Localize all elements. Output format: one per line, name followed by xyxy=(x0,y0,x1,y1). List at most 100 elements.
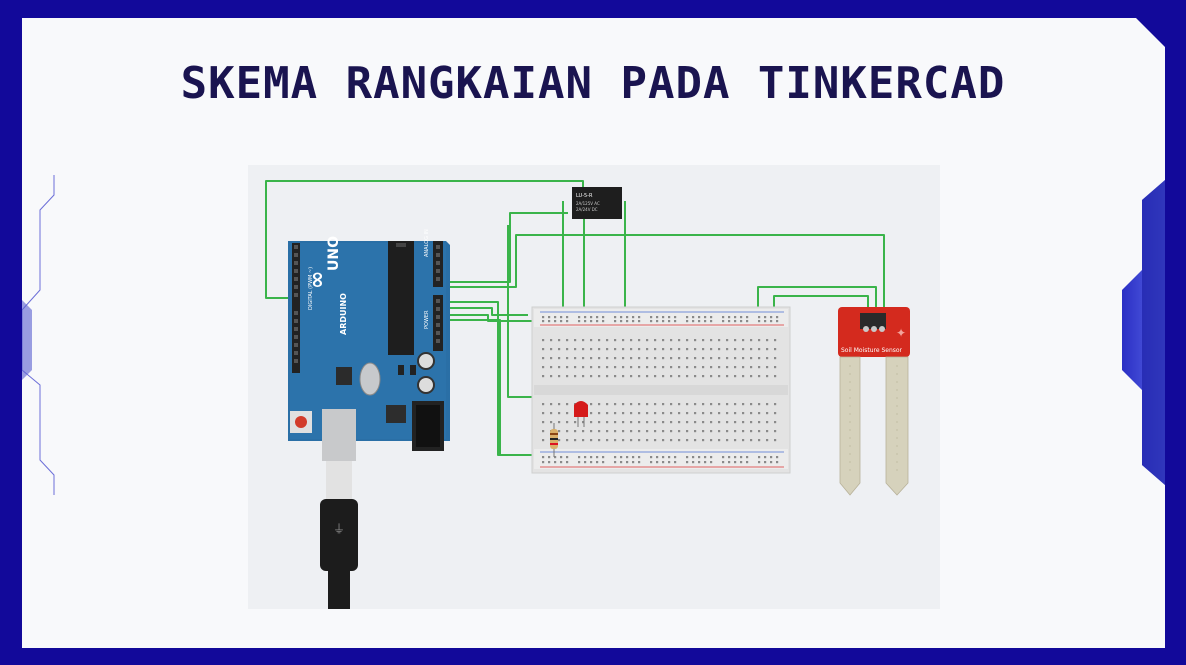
breadboard-hole xyxy=(566,320,569,323)
breadboard-hole xyxy=(638,357,641,360)
breadboard-hole xyxy=(704,316,707,319)
breadboard-hole xyxy=(774,339,777,342)
breadboard-hole xyxy=(646,430,649,433)
breadboard-hole xyxy=(742,348,745,351)
breadboard-hole xyxy=(694,421,697,424)
breadboard-hole xyxy=(638,439,641,442)
breadboard-hole xyxy=(606,348,609,351)
breadboard-hole xyxy=(750,403,753,406)
breadboard-hole xyxy=(656,456,659,459)
breadboard-hole xyxy=(542,339,545,342)
breadboard-hole xyxy=(686,421,689,424)
breadboard-hole xyxy=(726,439,729,442)
breadboard-hole xyxy=(622,412,625,415)
breadboard-hole xyxy=(650,320,653,323)
breadboard-hole xyxy=(678,375,681,378)
breadboard-hole xyxy=(602,316,605,319)
breadboard-hole xyxy=(686,348,689,351)
breadboard-hole xyxy=(654,439,657,442)
breadboard-hole xyxy=(662,456,665,459)
breadboard-hole xyxy=(662,316,665,319)
breadboard-hole xyxy=(614,357,617,360)
resistor xyxy=(550,423,558,457)
breadboard-hole xyxy=(554,461,557,464)
breadboard-hole xyxy=(726,357,729,360)
breadboard-hole xyxy=(758,366,761,369)
breadboard-hole xyxy=(774,357,777,360)
breadboard-hole xyxy=(742,430,745,433)
breadboard-hole xyxy=(678,430,681,433)
breadboard-hole xyxy=(590,403,593,406)
breadboard-hole xyxy=(758,403,761,406)
wires xyxy=(265,180,885,456)
breadboard-hole xyxy=(590,375,593,378)
breadboard-hole xyxy=(654,412,657,415)
breadboard-hole xyxy=(638,456,641,459)
breadboard-hole xyxy=(590,456,593,459)
breadboard-hole xyxy=(742,412,745,415)
arduino-model-label: UNO xyxy=(326,236,342,271)
breadboard-hole xyxy=(656,316,659,319)
breadboard-hole xyxy=(542,357,545,360)
breadboard-hole xyxy=(590,357,593,360)
breadboard-hole xyxy=(662,339,665,342)
breadboard-hole xyxy=(678,339,681,342)
breadboard-hole xyxy=(566,403,569,406)
breadboard-hole xyxy=(750,375,753,378)
breadboard-hole xyxy=(566,421,569,424)
breadboard-hole xyxy=(718,403,721,406)
breadboard-hole xyxy=(638,339,641,342)
breadboard-hole xyxy=(694,439,697,442)
breadboard-hole xyxy=(602,320,605,323)
breadboard-hole xyxy=(764,461,767,464)
breadboard-hole xyxy=(776,461,779,464)
breadboard-hole xyxy=(638,320,641,323)
breadboard-hole xyxy=(614,366,617,369)
breadboard-hole xyxy=(602,461,605,464)
analog-in-label: ANALOG IN xyxy=(424,229,430,257)
breadboard-hole xyxy=(670,403,673,406)
breadboard-hole xyxy=(746,461,749,464)
breadboard-hole xyxy=(598,357,601,360)
breadboard-hole xyxy=(582,357,585,360)
breadboard-hole xyxy=(596,461,599,464)
breadboard-hole xyxy=(662,375,665,378)
breadboard-hole xyxy=(542,375,545,378)
breadboard-hole xyxy=(746,316,749,319)
breadboard-hole xyxy=(758,357,761,360)
breadboard-hole xyxy=(548,461,551,464)
breadboard-hole xyxy=(694,403,697,406)
breadboard-hole xyxy=(750,421,753,424)
breadboard-hole xyxy=(718,348,721,351)
breadboard-hole xyxy=(710,421,713,424)
breadboard-hole xyxy=(550,375,553,378)
breadboard-hole xyxy=(654,339,657,342)
breadboard-hole xyxy=(774,430,777,433)
breadboard-hole xyxy=(740,461,743,464)
breadboard-hole xyxy=(686,439,689,442)
breadboard-hole xyxy=(702,348,705,351)
breadboard-hole xyxy=(614,421,617,424)
breadboard-hole xyxy=(566,339,569,342)
breadboard-hole xyxy=(598,375,601,378)
svg-text:⏚: ⏚ xyxy=(333,522,345,536)
breadboard-hole xyxy=(632,456,635,459)
breadboard-hole xyxy=(582,366,585,369)
breadboard-hole xyxy=(746,456,749,459)
breadboard-hole xyxy=(670,339,673,342)
breadboard-hole xyxy=(550,412,553,415)
breadboard-hole xyxy=(566,357,569,360)
breadboard-hole xyxy=(704,320,707,323)
breadboard-hole xyxy=(620,461,623,464)
breadboard-hole xyxy=(722,461,725,464)
breadboard-hole xyxy=(626,456,629,459)
breadboard-hole xyxy=(542,348,545,351)
breadboard-hole xyxy=(750,348,753,351)
breadboard-hole xyxy=(774,375,777,378)
breadboard-hole xyxy=(694,348,697,351)
breadboard-hole xyxy=(674,316,677,319)
breadboard-hole xyxy=(630,403,633,406)
breadboard-hole xyxy=(776,456,779,459)
breadboard-hole xyxy=(550,357,553,360)
breadboard-hole xyxy=(758,320,761,323)
